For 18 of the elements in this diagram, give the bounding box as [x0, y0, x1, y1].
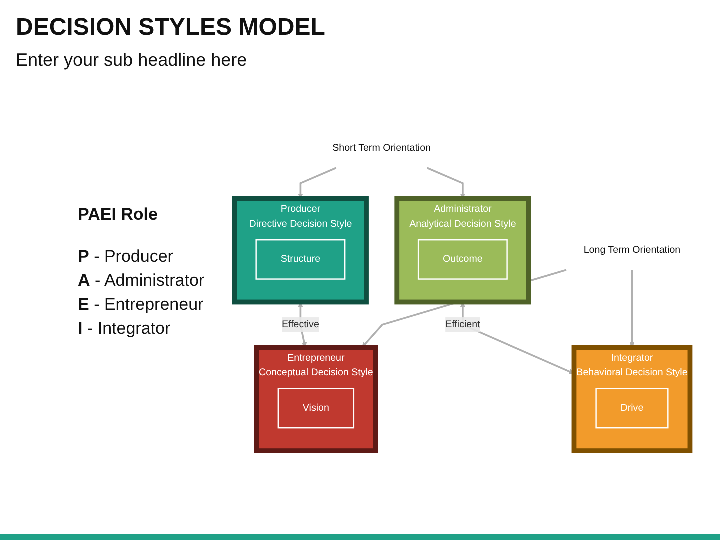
arrow — [427, 167, 466, 199]
node-box: Structure — [256, 239, 346, 280]
title: DECISION STYLES MODEL — [16, 14, 326, 42]
node-box: Vision — [278, 388, 355, 429]
edge-label: Effective — [282, 319, 320, 330]
legend-entry: A - Administrator — [78, 271, 205, 291]
edge-label: Efficient — [446, 319, 480, 330]
subtitle: Enter your sub headline here — [16, 50, 248, 71]
arrow — [298, 167, 337, 199]
legend-entry: E - Entrepreneur — [78, 295, 205, 315]
node-box: Outcome — [418, 239, 508, 280]
node-text: Short Term Orientation — [332, 143, 432, 154]
node-text: Long Term Orientation — [584, 244, 681, 256]
legend-heading: PAEI Role — [78, 205, 159, 225]
node-box: Drive — [596, 388, 669, 429]
arrow — [630, 270, 635, 348]
legend-entry: I - Integrator — [78, 319, 172, 339]
legend-entry: P - Producer — [78, 247, 174, 267]
